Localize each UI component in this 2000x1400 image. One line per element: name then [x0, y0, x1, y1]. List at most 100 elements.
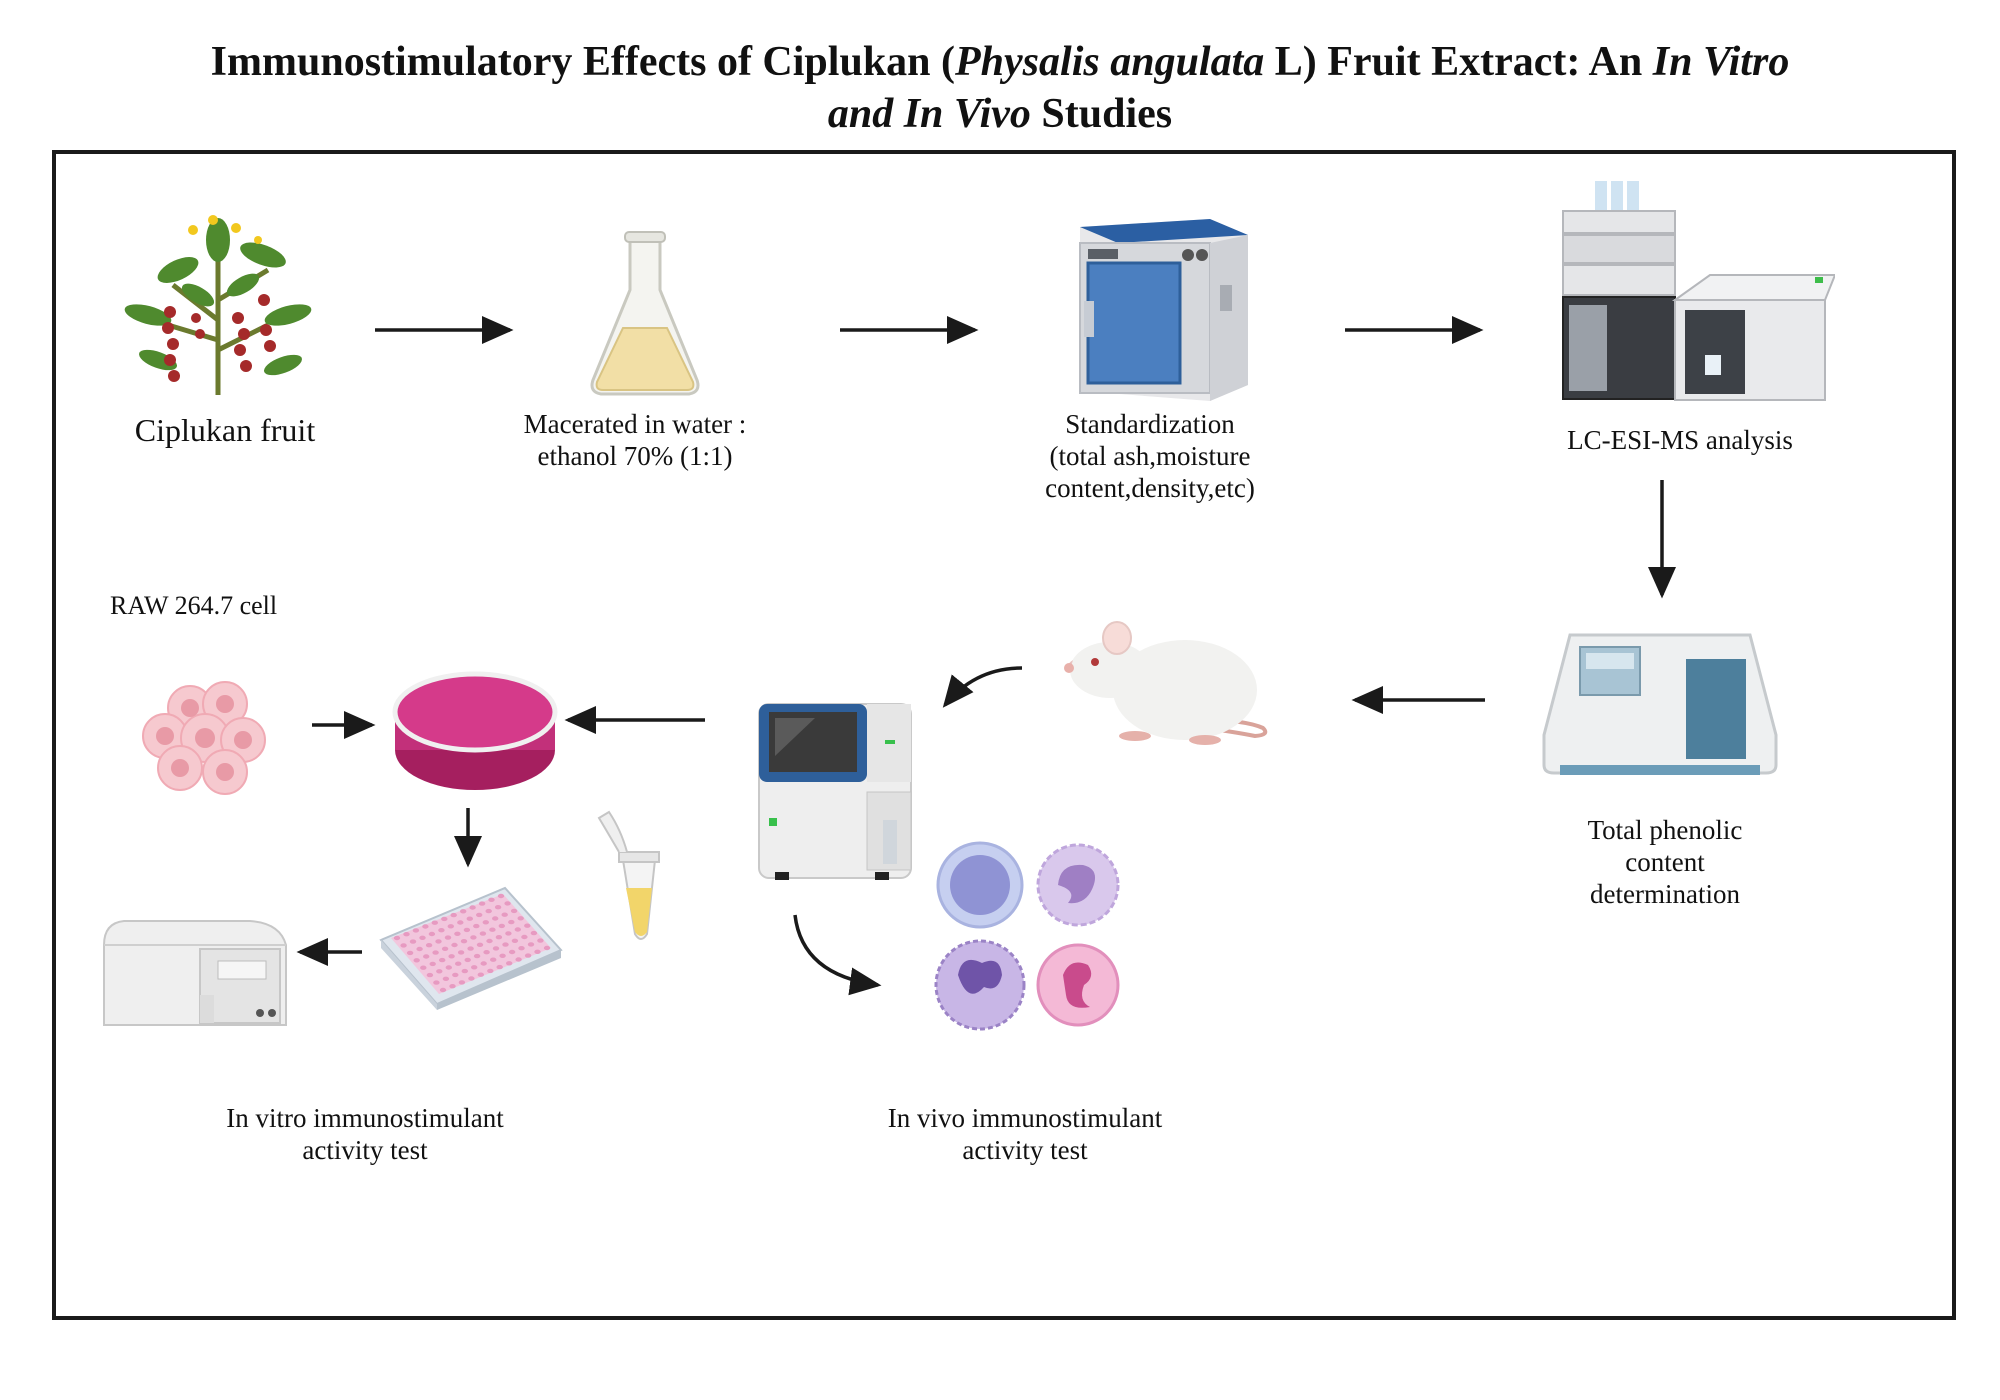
microplate-well: [463, 927, 471, 933]
microplate-well: [426, 972, 434, 978]
microplate-well: [482, 920, 489, 925]
microplate-well: [412, 928, 420, 933]
microplate-well: [419, 935, 426, 940]
microplate-well: [486, 938, 493, 944]
microplate-well: [469, 905, 476, 910]
microplate-well: [489, 927, 496, 932]
microplate-well: [447, 924, 454, 929]
microplate-well: [470, 935, 477, 940]
microplate-well: [487, 968, 494, 974]
microplate-well: [454, 931, 461, 936]
microplate-well: [432, 950, 439, 955]
microplate-well: [441, 946, 449, 951]
microplate-well: [515, 957, 522, 962]
microplate-well: [413, 958, 420, 963]
microplate-well: [423, 954, 430, 959]
microplate-well: [400, 943, 407, 948]
microplate-well: [448, 954, 455, 959]
monocyte-cell: [1036, 843, 1120, 927]
microplate-well: [501, 912, 508, 917]
microplate-well: [483, 950, 490, 955]
microplate-well: [467, 946, 474, 951]
microplate-well: [504, 901, 511, 906]
microplate-well: [449, 984, 456, 989]
microplate-icon: [379, 886, 563, 1010]
microplate-well: [477, 972, 484, 977]
microplate-well: [433, 980, 440, 985]
plant-icon: [124, 215, 312, 395]
microplate-well: [473, 923, 480, 929]
hematology-analyzer-icon: [758, 703, 912, 880]
petri-dish-icon: [392, 671, 558, 790]
spectrophotometer-icon: [1542, 633, 1778, 775]
microplate-well: [498, 923, 505, 929]
microplate-well: [508, 919, 515, 925]
microplate-well: [524, 923, 531, 928]
microplate-well: [492, 916, 499, 921]
lymphocyte-cell: [936, 841, 1024, 929]
microplate-well: [429, 961, 436, 967]
lc-ms-instrument-icon: [1562, 181, 1835, 401]
microplate-well: [479, 931, 487, 936]
microplate-well: [457, 920, 464, 925]
eosinophil-cell: [1036, 943, 1120, 1027]
microplate-well: [488, 897, 495, 902]
microplate-well: [473, 953, 481, 959]
microplate-well: [441, 916, 448, 922]
diagram-title: Immunostimulatory Effects of Ciplukan (P…: [100, 36, 1900, 140]
microplate-well: [495, 935, 503, 940]
microplate-well: [425, 943, 433, 948]
microplate-well: [476, 942, 484, 947]
microplate-well: [435, 939, 442, 944]
label-raw-cell: RAW 264.7 cell: [110, 591, 278, 620]
microplate-well: [508, 949, 516, 955]
microplate-well: [393, 935, 401, 941]
microplate-well: [511, 938, 519, 943]
microplate-well: [409, 939, 417, 944]
microplate-well: [406, 950, 414, 956]
oven-icon: [1079, 219, 1248, 401]
microplate-well: [485, 908, 492, 914]
title-line-1: Immunostimulatory Effects of Ciplukan (P…: [210, 39, 1790, 85]
microplate-well: [444, 935, 452, 940]
microplate-well: [502, 942, 509, 947]
microplate-well: [450, 912, 457, 918]
microplate-well: [478, 901, 486, 906]
microplate-well: [468, 976, 475, 981]
microplate-well: [455, 961, 462, 966]
microplate-well: [460, 939, 468, 944]
microplate-well: [505, 931, 512, 936]
diagram-frame: [52, 150, 1956, 1320]
microplate-well: [476, 912, 483, 918]
microplate-well: [442, 976, 450, 981]
microplate-well: [480, 961, 487, 966]
microplate-well: [530, 930, 538, 936]
microplate-well: [420, 965, 427, 970]
microplate-well: [403, 932, 410, 937]
microplate-well: [452, 972, 459, 978]
microplate-well: [497, 893, 505, 899]
label-lc-esi-ms: LC-ESI-MS analysis: [1567, 425, 1793, 455]
microplate-well: [510, 908, 518, 914]
cell-cluster-icon: [142, 681, 266, 795]
microplate-well: [506, 961, 513, 966]
label-ciplukan-fruit: Ciplukan fruit: [134, 412, 316, 448]
microplate-well: [464, 957, 471, 963]
microplate-well: [458, 980, 466, 985]
microplate-well: [518, 946, 525, 951]
microplate-well: [537, 938, 544, 943]
leukocytes-icon: [934, 841, 1120, 1031]
microtube-icon: [597, 810, 660, 940]
microplate-well: [514, 927, 521, 932]
microplate-well: [461, 968, 468, 974]
microplate-well: [439, 987, 447, 993]
microplate-well: [466, 916, 473, 921]
microplate-well: [436, 969, 443, 974]
microplate-well: [521, 934, 528, 940]
microplate-well: [438, 928, 445, 933]
microplate-well: [457, 950, 465, 955]
plate-reader-icon: [103, 920, 287, 1026]
